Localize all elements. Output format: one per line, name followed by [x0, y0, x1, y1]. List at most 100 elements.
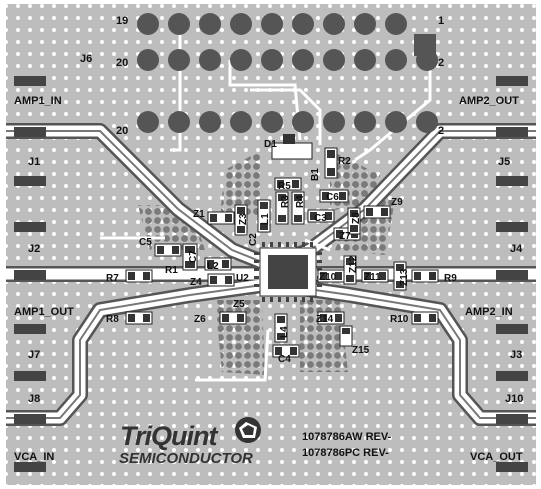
- refdes-z15: Z15: [352, 345, 370, 356]
- header-pad: [354, 13, 376, 35]
- header-pad: [199, 49, 221, 71]
- refdes-r2: R2: [338, 156, 351, 167]
- connector-label-j2: J2: [28, 243, 40, 255]
- header-pad: [230, 13, 252, 35]
- revision-line-2: 1078786PC REV-: [302, 447, 389, 459]
- refdes-u2: U2: [236, 273, 249, 284]
- refdes-l1: L1: [260, 213, 271, 225]
- revision-line-1: 1078786AW REV-: [302, 431, 392, 443]
- refdes-z14: Z14: [316, 314, 334, 325]
- refdes-c7: C7: [188, 250, 199, 263]
- header-pad: [168, 49, 190, 71]
- refdes-b1: B1: [310, 168, 321, 181]
- connector-label-j3: J3: [510, 349, 522, 361]
- signal-label-amp1-in: AMP1_IN: [14, 95, 62, 107]
- pin-number-20-bottom: 20: [116, 125, 128, 137]
- refdes-r8: R8: [106, 314, 119, 325]
- refdes-z1: Z1: [193, 209, 205, 220]
- connector-label-j4: J4: [510, 243, 523, 255]
- header-pad: [261, 13, 283, 35]
- header-pad: [261, 111, 283, 133]
- header-pad: [168, 13, 190, 35]
- refdes-z7: Z7: [339, 231, 351, 242]
- connector-label-j1: J1: [28, 156, 40, 168]
- signal-label-vca-in: VCA_IN: [14, 451, 54, 463]
- signal-label-vca-out: VCA_OUT: [470, 451, 523, 463]
- refdes-z10: Z10: [319, 272, 337, 283]
- reference-designators: D1 R2 R5 B1 C6 R3 R4 C3 L1 Z3 C2 Z1 Z7 Z…: [106, 139, 457, 365]
- refdes-r4: R4: [295, 195, 306, 208]
- refdes-r5: R5: [278, 181, 291, 192]
- connector-label-j5: J5: [498, 156, 510, 168]
- logo-subtitle: SEMICONDUCTOR: [119, 450, 253, 467]
- refdes-c6: C6: [326, 192, 339, 203]
- refdes-r3: R3: [280, 195, 291, 208]
- pin-numbers: 19 20 20 1 2 2: [116, 15, 444, 137]
- header-pad: [137, 13, 159, 35]
- pin-number-2-bottom: 2: [438, 125, 444, 137]
- connector-label-j10: J10: [505, 393, 523, 405]
- header-pad: [354, 49, 376, 71]
- refdes-z4: Z4: [190, 277, 202, 288]
- pin-number-20-top: 20: [116, 57, 128, 69]
- refdes-d1: D1: [264, 139, 277, 150]
- pin-number-1: 1: [438, 15, 444, 27]
- connector-label-j8: J8: [28, 393, 40, 405]
- header-pad: [137, 49, 159, 71]
- header-pad: [137, 111, 159, 133]
- refdes-z11: Z11: [364, 272, 381, 283]
- triquint-logo: TriQuint SEMICONDUCTOR: [119, 417, 261, 467]
- header-pad: [230, 111, 252, 133]
- connector-label-j6: J6: [80, 53, 92, 65]
- refdes-c3: C3: [314, 213, 327, 224]
- refdes-r1: R1: [165, 265, 178, 276]
- refdes-z9: Z9: [391, 197, 403, 208]
- refdes-r9: R9: [444, 273, 457, 284]
- header-pad: [292, 111, 314, 133]
- refdes-c4: C4: [278, 354, 291, 365]
- refdes-z3: Z3: [238, 213, 249, 225]
- logo-emblem-icon: [235, 417, 261, 443]
- logo-wordmark: TriQuint: [120, 421, 219, 451]
- ic-u2: [254, 242, 322, 302]
- pin-number-19: 19: [116, 15, 128, 27]
- connector-label-j7: J7: [28, 349, 40, 361]
- header-pad: [385, 13, 407, 35]
- refdes-z13: Z13: [399, 268, 410, 286]
- refdes-r10: R10: [390, 314, 409, 325]
- refdes-z6: Z6: [194, 314, 206, 325]
- header-pin1-pad: [414, 34, 436, 56]
- refdes-z12: Z12: [348, 255, 359, 273]
- header-pad: [323, 13, 345, 35]
- header-pad: [292, 13, 314, 35]
- signal-label-amp2-in: AMP2_IN: [465, 306, 513, 318]
- header-pad: [292, 49, 314, 71]
- edge-connectors: [14, 76, 528, 472]
- header-pad: [323, 111, 345, 133]
- refdes-c2: C2: [248, 233, 259, 246]
- header-pad: [168, 111, 190, 133]
- header-pad: [230, 49, 252, 71]
- connector-labels: J6 J1 J2 J7 J8 J5 J4 J3 J10: [28, 53, 523, 405]
- header-pad: [261, 49, 283, 71]
- signal-label-amp1-out: AMP1_OUT: [14, 306, 74, 318]
- signal-labels: AMP1_IN AMP2_OUT AMP1_OUT AMP2_IN VCA_IN…: [14, 95, 523, 463]
- refdes-c5: C5: [139, 237, 152, 248]
- header-pad: [416, 111, 438, 133]
- signal-label-amp2-out: AMP2_OUT: [459, 95, 519, 107]
- header-j6-pads: [137, 13, 438, 133]
- header-pad: [385, 111, 407, 133]
- refdes-z8: Z8: [351, 212, 362, 224]
- refdes-r7: R7: [106, 273, 119, 284]
- refdes-z5: Z5: [233, 299, 245, 310]
- revision-text: 1078786AW REV- 1078786PC REV-: [302, 431, 392, 459]
- pin-number-2-top: 2: [438, 57, 444, 69]
- header-pad: [199, 111, 221, 133]
- header-pad: [323, 49, 345, 71]
- smd-components: [125, 134, 439, 358]
- header-pad: [199, 13, 221, 35]
- refdes-l4: L4: [279, 326, 290, 338]
- header-pad: [354, 111, 376, 133]
- refdes-l2: L2: [207, 261, 219, 272]
